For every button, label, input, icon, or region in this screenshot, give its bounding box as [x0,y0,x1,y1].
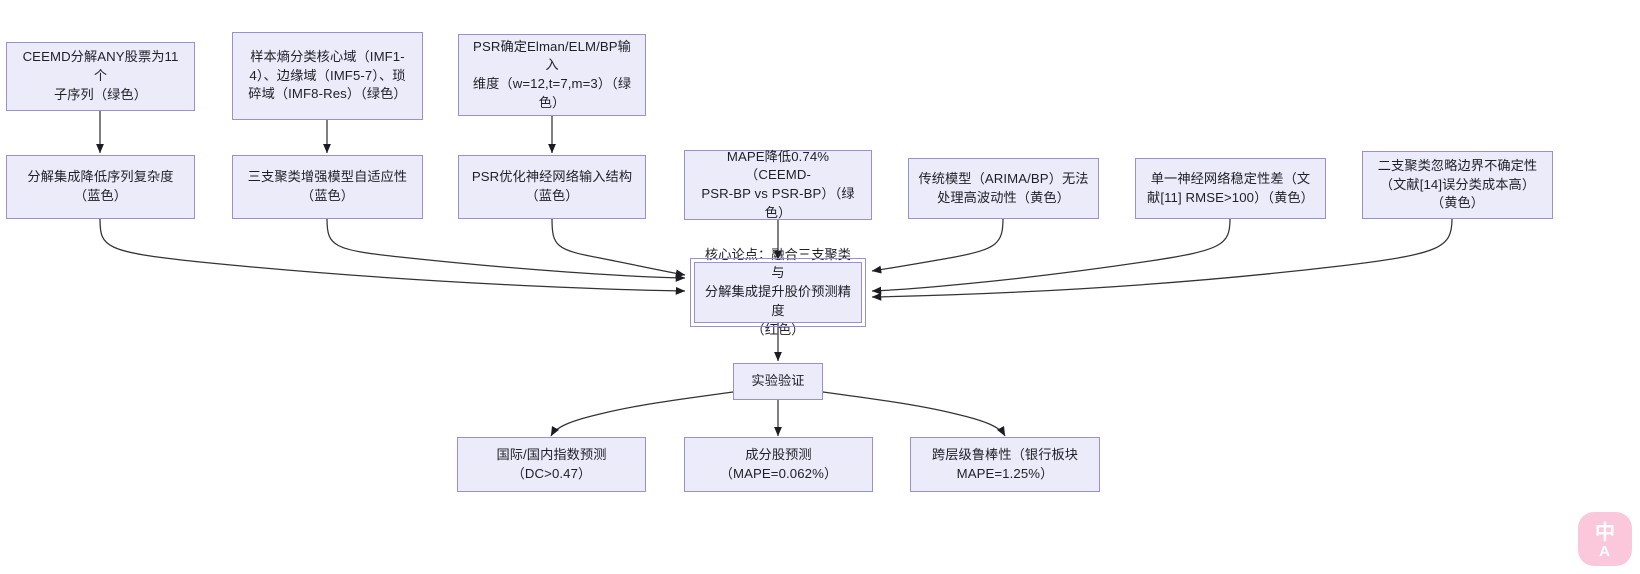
edge-twoway-to-core [871,218,1453,301]
node-single-nn-unstable[interactable]: 单一神经网络稳定性差（文 献[11] RMSE>100）（黄色） [1135,158,1326,219]
node-ceemd-decompose[interactable]: CEEMD分解ANY股票为11个 子序列（绿色） [6,42,195,111]
node-mape-improvement[interactable]: MAPE降低0.74%（CEEMD- PSR-BP vs PSR-BP）（绿 色… [684,148,872,220]
node-label: 样本熵分类核心域（IMF1- 4）、边缘域（IMF5-7）、琐 碎域（IMF8-… [248,48,407,102]
node-reduce-complexity[interactable]: 分解集成降低序列复杂度 （蓝色） [6,155,195,219]
node-label: 核心论点：融合三支聚类与 分解集成提升股价预测精度 （红色） [704,246,852,337]
node-label: 传统模型（ARIMA/BP）无法 处理高波动性（黄色） [918,170,1089,205]
node-traditional-limits[interactable]: 传统模型（ARIMA/BP）无法 处理高波动性（黄色） [908,158,1099,219]
edge-reduce-to-core [99,218,686,295]
node-experiment-validation[interactable]: 实验验证 [733,363,823,400]
edge-psropt-to-core [551,218,686,278]
watermark-badge: 中 A [1578,512,1632,566]
node-label: 成分股预测 （MAPE=0.062%） [719,446,838,481]
node-core-thesis[interactable]: 核心论点：融合三支聚类与 分解集成提升股价预测精度 （红色） [690,247,866,337]
node-index-forecast[interactable]: 国际/国内指数预测 （DC>0.47） [457,437,646,492]
node-label: CEEMD分解ANY股票为11个 子序列（绿色） [22,49,179,102]
node-label: 三支聚类增强模型自适应性 （蓝色） [247,169,408,203]
node-label: 分解集成降低序列复杂度 （蓝色） [27,169,174,203]
watermark-en-text: A [1599,543,1611,560]
node-psr-optimize-input[interactable]: PSR优化神经网络输入结构 （蓝色） [458,155,646,219]
node-label: 实验验证 [751,373,805,389]
node-psr-dimension[interactable]: PSR确定Elman/ELM/BP输入 维度（w=12,t=7,m=3）（绿 色… [458,34,646,116]
edge-experiment-to-robust [822,391,1006,437]
node-label: PSR优化神经网络输入结构 （蓝色） [471,169,633,203]
node-two-way-boundary[interactable]: 二支聚类忽略边界不确定性 （文献[14]误分类成本高） （黄色） [1362,151,1553,219]
watermark-cn-text: 中 [1595,522,1615,544]
node-three-way-adaptivity[interactable]: 三支聚类增强模型自适应性 （蓝色） [232,155,423,219]
edge-singlenn-to-core [871,218,1231,295]
edge-traditional-to-core [871,218,1004,274]
node-label: 国际/国内指数预测 （DC>0.47） [496,446,607,481]
node-label: MAPE降低0.74%（CEEMD- PSR-BP vs PSR-BP）（绿 色… [701,148,855,220]
node-constituent-forecast[interactable]: 成分股预测 （MAPE=0.062%） [684,437,873,492]
node-label: PSR确定Elman/ELM/BP输入 维度（w=12,t=7,m=3）（绿 色… [472,38,632,110]
node-sample-entropy[interactable]: 样本熵分类核心域（IMF1- 4）、边缘域（IMF5-7）、琐 碎域（IMF8-… [232,32,423,120]
node-label: 单一神经网络稳定性差（文 献[11] RMSE>100）（黄色） [1147,170,1314,205]
edge-experiment-to-index [550,391,734,437]
node-label: 二支聚类忽略边界不确定性 （文献[14]误分类成本高） （黄色） [1377,157,1538,211]
node-cross-level-robustness[interactable]: 跨层级鲁棒性（银行板块 MAPE=1.25%） [910,437,1100,492]
edge-threeway-to-core [326,218,686,282]
node-label: 跨层级鲁棒性（银行板块 MAPE=1.25%） [931,446,1079,481]
